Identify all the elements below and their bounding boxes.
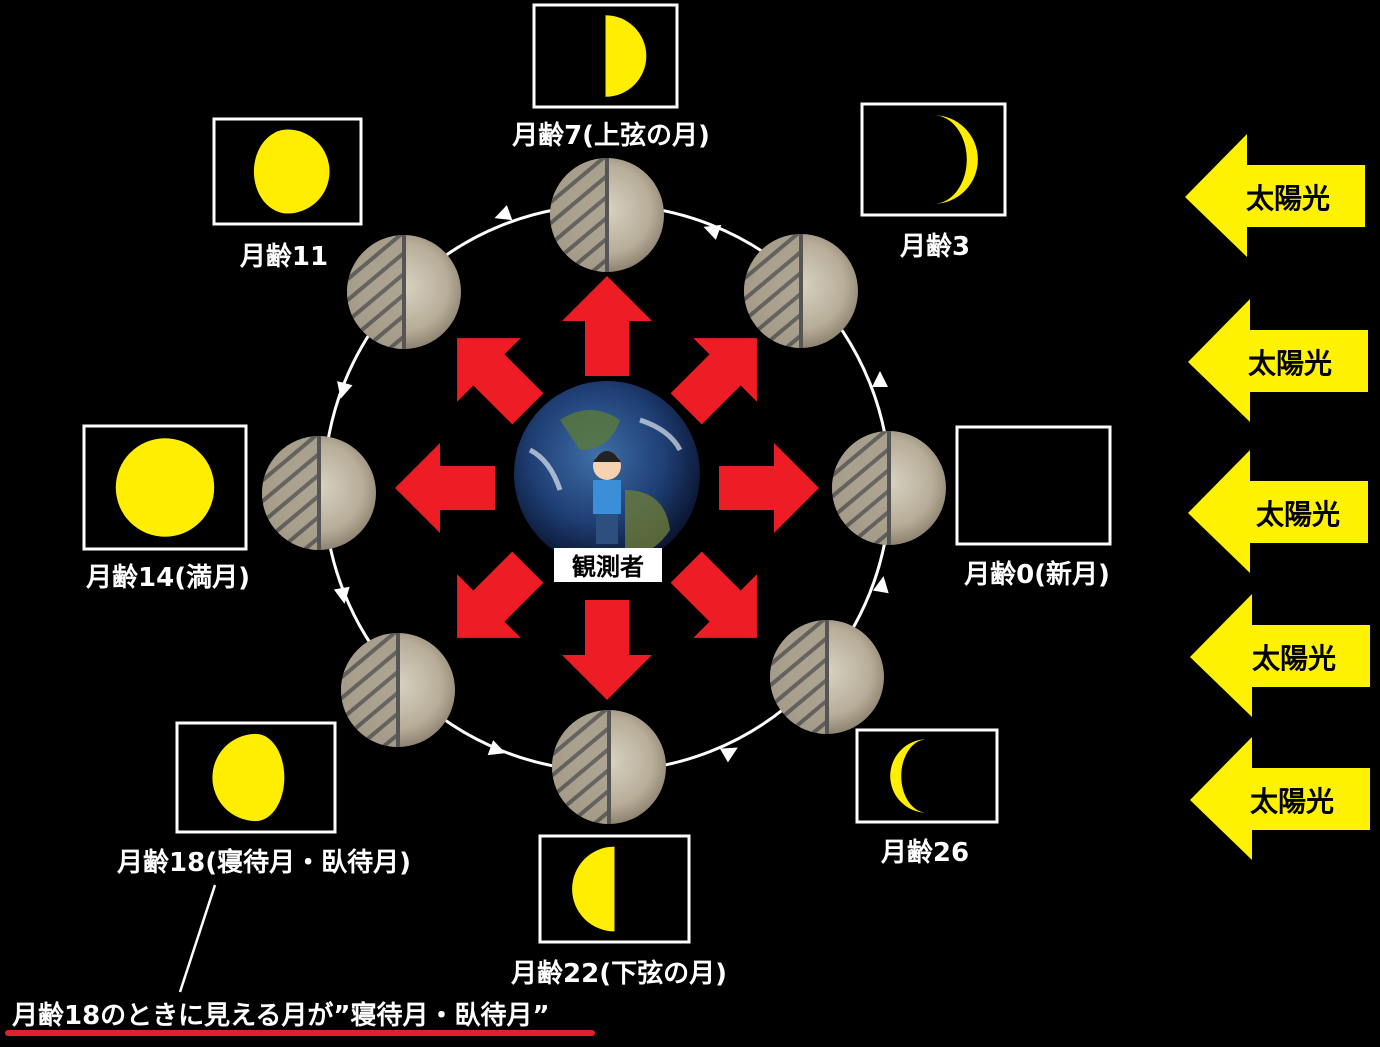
red-arrow-icon	[719, 443, 819, 533]
phase-label-26: 月齢26	[880, 837, 969, 868]
light-direction-arrows	[395, 276, 819, 700]
phase-label-7: 月齢7(上弦の月)	[511, 120, 710, 151]
phase-label-18: 月齢18(寝待月・臥待月)	[116, 847, 411, 878]
sunlight-arrow-icon	[1190, 737, 1370, 860]
sunlight-arrow-icon	[1188, 450, 1368, 573]
orbit-arrow-icon	[487, 740, 506, 756]
orbit-arrow-icon	[719, 747, 738, 763]
orbit-arrow-icon	[872, 371, 888, 387]
red-arrow-icon	[457, 338, 544, 425]
orbit-arrow-icon	[872, 576, 889, 594]
red-arrow-icon	[562, 600, 652, 700]
moon-phase-shape-icon	[212, 733, 285, 822]
red-arrow-icon	[670, 551, 757, 638]
orbit-moon-7	[550, 158, 664, 272]
orbit-moon-14	[262, 436, 376, 550]
phase-label-22: 月齢22(下弦の月)	[510, 958, 727, 989]
phase-box-3	[860, 102, 1007, 217]
moon-phase-shape-icon	[933, 115, 978, 204]
callout-line	[178, 884, 217, 993]
phase-box-26	[855, 728, 999, 824]
phase-box-14	[82, 424, 248, 551]
orbit-arrow-icon	[494, 205, 513, 221]
moon-phase-shape-icon	[572, 846, 615, 932]
phase-box-7	[532, 3, 679, 109]
phase-label-0: 月齢0(新月)	[963, 559, 1110, 590]
red-arrow-icon	[457, 551, 544, 638]
orbit-arrow-icon	[703, 224, 722, 240]
moon-phase-shape-icon	[115, 438, 215, 537]
orbit-direction-arrows	[333, 205, 889, 763]
orbit-moon-18	[341, 633, 455, 747]
orbit-moon-26	[770, 620, 884, 734]
observer-label-box	[554, 548, 662, 582]
moon-phase-shape-icon	[253, 129, 330, 214]
caption-underline	[5, 1030, 595, 1036]
phase-label-14: 月齢14(満月)	[85, 562, 250, 593]
sunlight-label-3: 太陽光	[1256, 498, 1340, 531]
sunlight-arrow-icon	[1185, 134, 1365, 257]
caption: 月齢18のときに見える月が”寝待月・臥待月”	[11, 1000, 550, 1031]
sunlight-label-5: 太陽光	[1250, 785, 1334, 818]
sunlight-label-2: 太陽光	[1248, 347, 1332, 380]
red-arrow-icon	[395, 443, 495, 533]
phase-box-18	[175, 721, 337, 834]
phase-box-0	[955, 425, 1112, 546]
sunlight-label-1: 太陽光	[1246, 182, 1330, 215]
orbit-arrow-icon	[333, 586, 350, 604]
phase-box-11	[212, 117, 363, 226]
phase-box-22	[538, 834, 691, 944]
observer-label: 観測者	[572, 553, 644, 581]
red-arrow-icon	[670, 338, 757, 425]
orbit-moon-22	[552, 710, 666, 824]
phase-label-11: 月齢11	[239, 241, 328, 272]
orbit-arrow-icon	[337, 381, 353, 399]
moon-phase-shape-icon	[890, 739, 927, 813]
orbit-moon-0	[832, 431, 946, 545]
phase-label-3: 月齢3	[899, 231, 970, 262]
observer-person-icon	[593, 451, 621, 544]
sunlight-arrow-icon	[1190, 594, 1370, 717]
sunlight-label-4: 太陽光	[1252, 642, 1336, 675]
sunlight-arrow-icon	[1188, 299, 1368, 422]
orbit-moon-3	[744, 234, 858, 348]
red-arrow-icon	[562, 276, 652, 376]
orbit-moon-11	[347, 235, 461, 349]
moon-phase-shape-icon	[605, 15, 647, 97]
